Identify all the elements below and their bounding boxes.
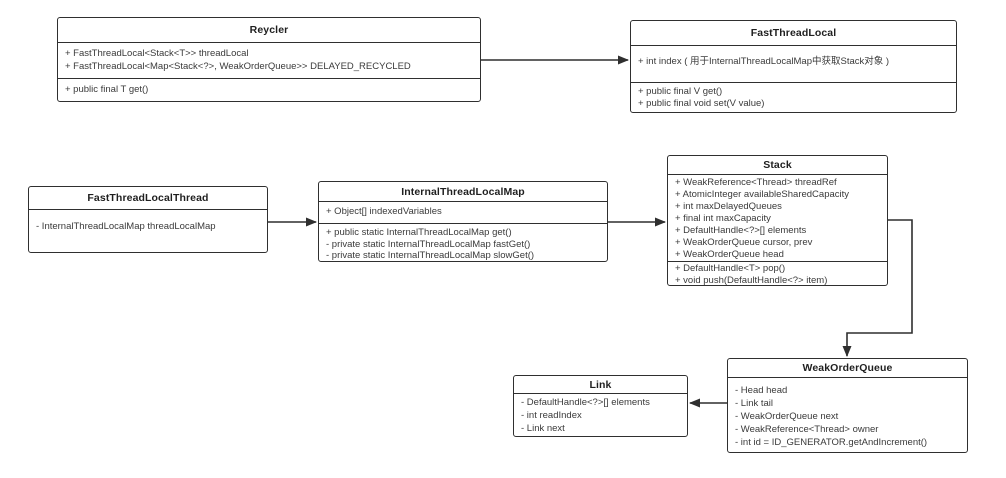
methods-compartment: + public final V get() + public final vo… [631, 82, 956, 112]
field: - Link next [521, 423, 565, 434]
class-link: Link - DefaultHandle<?>[] elements - int… [513, 375, 688, 437]
field: + int index ( 用于InternalThreadLocalMap中获… [638, 56, 890, 67]
methods-compartment: + public final T get() [58, 78, 480, 101]
field: + WeakReference<Thread> threadRef [675, 177, 837, 188]
class-title: FastThreadLocal [750, 27, 837, 39]
class-title: InternalThreadLocalMap [401, 185, 525, 198]
field: + int maxDelayedQueues [675, 201, 782, 212]
class-internalthreadlocalmap: InternalThreadLocalMap + Object[] indexe… [318, 181, 608, 262]
fields-compartment: + WeakReference<Thread> threadRef + Atom… [668, 174, 887, 261]
class-title: Reycler [249, 24, 289, 36]
fields-compartment: + int index ( 用于InternalThreadLocalMap中获… [631, 45, 956, 82]
field: - int id = ID_GENERATOR.getAndIncrement(… [735, 437, 928, 448]
methods-compartment: + DefaultHandle<T> pop() + void push(Def… [668, 261, 887, 285]
fields-compartment: - Head head - Link tail - WeakOrderQueue… [728, 377, 967, 452]
field: + WeakOrderQueue cursor, prev [675, 237, 813, 248]
field: - InternalThreadLocalMap threadLocalMap [36, 221, 216, 232]
methods-compartment: + public static InternalThreadLocalMap g… [319, 223, 607, 261]
field: + FastThreadLocal<Stack<T>> threadLocal [65, 48, 249, 59]
fields-compartment: - DefaultHandle<?>[] elements - int read… [514, 393, 687, 436]
method: + public final V get() [638, 86, 723, 97]
field: + Object[] indexedVariables [326, 206, 442, 217]
fields-compartment: + Object[] indexedVariables [319, 201, 607, 223]
field: + final int maxCapacity [675, 213, 771, 224]
field: + FastThreadLocal<Map<Stack<?>, WeakOrde… [65, 61, 411, 72]
class-title: Stack [763, 159, 792, 171]
method: - private static InternalThreadLocalMap … [326, 250, 535, 261]
class-reycler: Reycler + FastThreadLocal<Stack<T>> thre… [57, 17, 481, 102]
field: - WeakReference<Thread> owner [735, 424, 879, 435]
method: + DefaultHandle<T> pop() [675, 263, 786, 274]
class-title: WeakOrderQueue [802, 362, 893, 374]
class-fastthreadlocalthread: FastThreadLocalThread - InternalThreadLo… [28, 186, 268, 253]
class-stack: Stack + WeakReference<Thread> threadRef … [667, 155, 888, 286]
field: - int readIndex [521, 410, 582, 421]
class-title: Link [589, 378, 612, 391]
fields-compartment: - InternalThreadLocalMap threadLocalMap [29, 209, 267, 252]
field: - DefaultHandle<?>[] elements [521, 397, 650, 408]
field: - Head head [735, 385, 788, 396]
method: + void push(DefaultHandle<?> item) [675, 274, 828, 286]
method: + public static InternalThreadLocalMap g… [326, 227, 512, 238]
connector-stack-to-weakorderqueue [842, 219, 913, 357]
class-fastthreadlocal: FastThreadLocal + int index ( 用于Internal… [630, 20, 957, 113]
field: - Link tail [735, 398, 774, 409]
method: + public final void set(V value) [638, 98, 765, 110]
class-title: FastThreadLocalThread [87, 192, 209, 204]
method: + public final T get() [65, 84, 149, 95]
field: + AtomicInteger availableSharedCapacity [675, 189, 850, 200]
field: - WeakOrderQueue next [735, 411, 839, 422]
field: + WeakOrderQueue head [675, 249, 784, 260]
field: + DefaultHandle<?>[] elements [675, 225, 807, 236]
class-weakorderqueue: WeakOrderQueue - Head head - Link tail -… [727, 358, 968, 453]
method: - private static InternalThreadLocalMap … [326, 238, 531, 250]
fields-compartment: + FastThreadLocal<Stack<T>> threadLocal … [58, 42, 480, 78]
